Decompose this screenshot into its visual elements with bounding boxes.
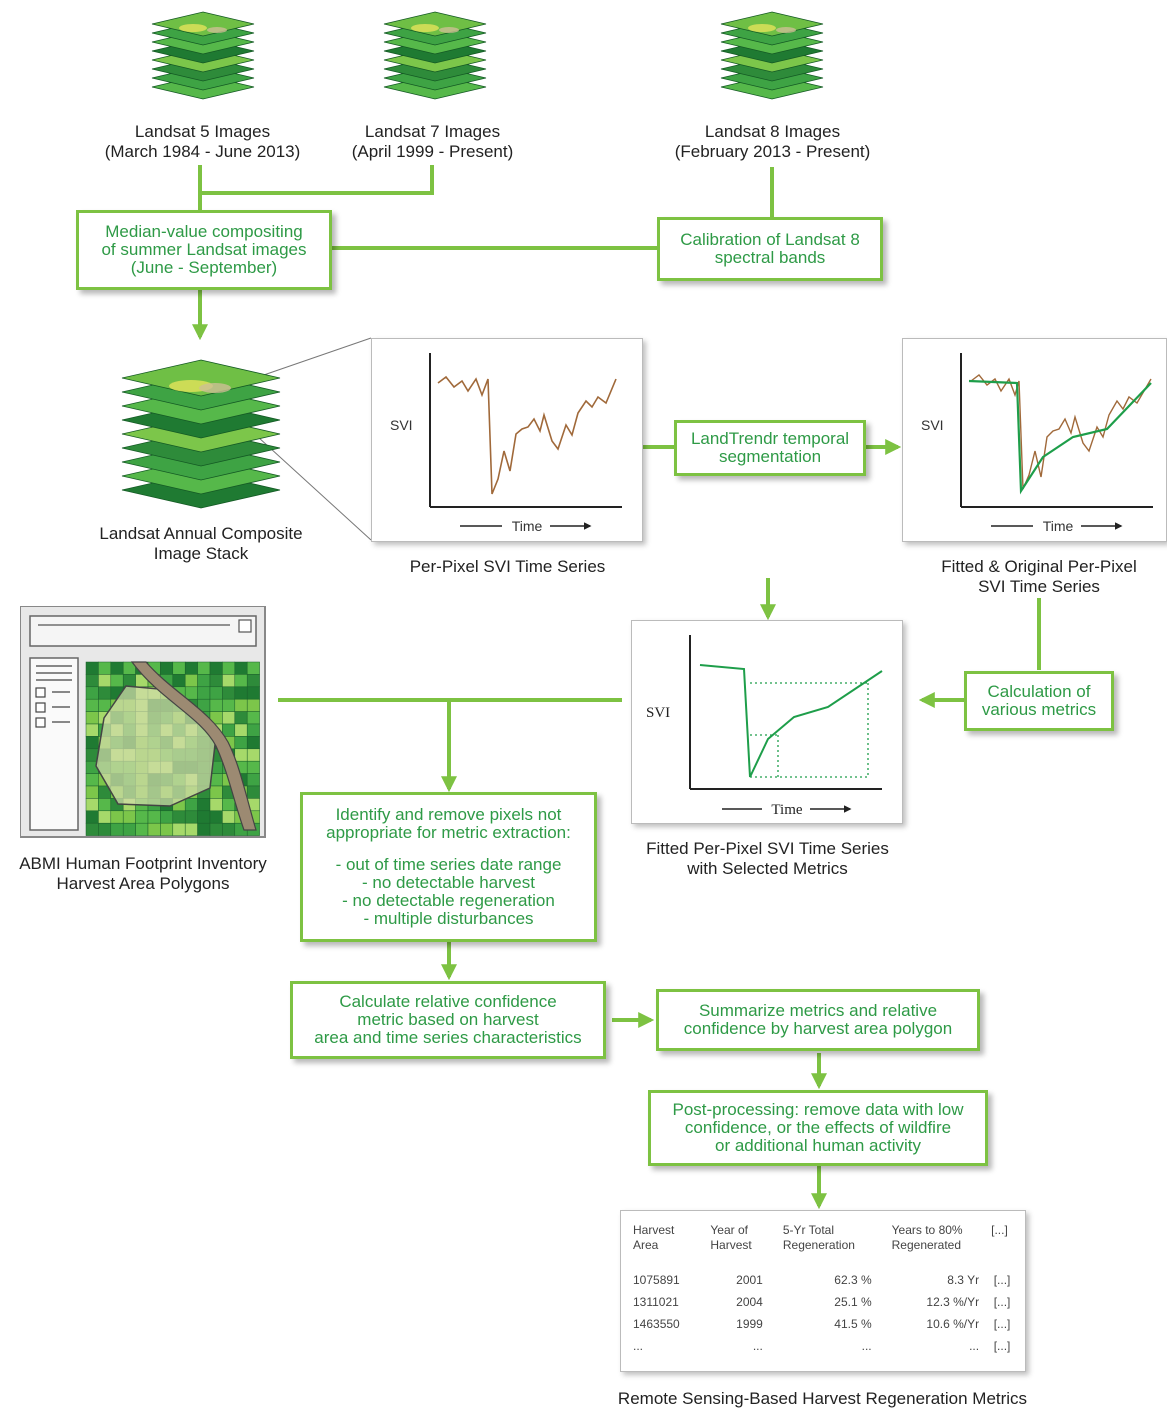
box-text-line: Identify and remove pixels not	[335, 805, 562, 824]
time-axis-label: Time	[771, 802, 802, 818]
svi-axis-label: SVI	[390, 417, 413, 433]
box-text-line: Calculate relative confidence	[339, 992, 557, 1011]
box-text-line: area and time series characteristics	[314, 1028, 582, 1047]
per-pixel-svi-plot: SVI Time	[371, 338, 643, 542]
svi-axis-label: SVI	[646, 705, 670, 721]
table-cell: [...]	[993, 1317, 1011, 1331]
box-text-line: or additional human activity	[714, 1136, 921, 1155]
table-cell: 1999	[736, 1317, 763, 1331]
wire-l7	[200, 165, 434, 195]
box-text-line: - no detectable harvest	[362, 873, 535, 892]
box-text-line: - no detectable regeneration	[342, 891, 555, 910]
table-cell: 2004	[736, 1295, 763, 1309]
box-text-line: Calibration of Landsat 8	[680, 230, 860, 249]
fitted-original-svi-plot: SVI Time	[902, 338, 1167, 542]
landsat-7-stack-icon	[383, 11, 487, 100]
zoom-line-top	[257, 337, 372, 378]
original-svi-line	[437, 375, 617, 495]
box-text-line: - multiple disturbances	[363, 909, 534, 928]
table-cell: ...	[969, 1339, 980, 1353]
zoom-line-bottom	[257, 436, 372, 541]
result-caption: Remote Sensing-Based Harvest Regeneratio…	[617, 1389, 1028, 1408]
box-text-line: LandTrendr temporal	[690, 429, 850, 448]
table-row: 1463550 1999 41.5 % 10.6 %/Yr [...]	[627, 1313, 1019, 1335]
table-cell: 2001	[736, 1273, 763, 1287]
box-text-line: appropriate for metric extraction:	[326, 823, 571, 842]
table-header-cell: Years to 80%Regenerated	[891, 1223, 963, 1252]
box-text-line: segmentation	[718, 447, 822, 466]
box-text-line: (June - September)	[130, 258, 278, 277]
box-text-line: confidence by harvest area polygon	[683, 1019, 953, 1038]
per-pixel-caption: Per-Pixel SVI Time Series	[409, 557, 606, 576]
landsat-8-caption: Landsat 8 Images(February 2013 - Present…	[674, 122, 871, 161]
landsat-7-caption: Landsat 7 Images(April 1999 - Present)	[351, 122, 514, 161]
box-text-line: metric based on harvest	[357, 1010, 539, 1029]
svi-axis-label: SVI	[921, 417, 944, 433]
table-cell: [...]	[993, 1273, 1011, 1287]
table-header-cell: [...]	[991, 1223, 1008, 1237]
table-cell: 25.1 %	[834, 1295, 872, 1309]
landsat-5-caption: Landsat 5 Images(March 1984 - June 2013)	[104, 122, 301, 161]
box-text-line: confidence, or the effects of wildfire	[684, 1118, 952, 1137]
box-text-line: spectral bands	[714, 248, 826, 267]
table-cell: [...]	[993, 1295, 1011, 1309]
box-text-line: of summer Landsat images	[101, 240, 307, 259]
time-axis-label: Time	[512, 518, 543, 534]
box-text-line: - out of time series date range	[335, 855, 562, 874]
table-cell: 1463550	[633, 1317, 680, 1331]
table-cell: ...	[633, 1339, 644, 1353]
fitted-svi-line	[968, 379, 1152, 495]
table-cell: [...]	[993, 1339, 1011, 1353]
annual-composite-stack-icon	[121, 359, 281, 509]
table-cell: 1311021	[633, 1295, 679, 1309]
table-row: 1311021 2004 25.1 % 12.3 %/Yr [...]	[627, 1291, 1019, 1313]
table-cell: ...	[861, 1339, 872, 1353]
table-cell: 8.3 Yr	[947, 1273, 980, 1287]
abmi-inventory-illustration	[20, 606, 266, 838]
table-cell: ...	[752, 1339, 763, 1353]
selected-metrics-svi-plot: SVI Time	[631, 620, 903, 824]
box-text-line: various metrics	[981, 700, 1097, 719]
table-cell: 12.3 %/Yr	[926, 1295, 980, 1309]
box-text-line: Calculation of	[987, 682, 1091, 701]
table-cell: 10.6 %/Yr	[926, 1317, 980, 1331]
time-axis-label: Time	[1043, 518, 1074, 534]
road-corridor	[130, 661, 257, 831]
table-cell: 62.3 %	[834, 1273, 872, 1287]
landsat-5-stack-icon	[151, 11, 255, 100]
table-cell: 1075891	[633, 1273, 680, 1287]
fitted-svi-line	[699, 664, 883, 778]
box-text-line: Post-processing: remove data with low	[672, 1100, 964, 1119]
landsat-8-stack-icon	[720, 11, 824, 100]
box-text-line: Summarize metrics and relative	[698, 1001, 938, 1020]
table-row: ............ [...]	[627, 1335, 1019, 1357]
original-svi-line	[970, 374, 1152, 490]
box-text-line: Median-value compositing	[105, 222, 303, 241]
table-cell: 41.5 %	[834, 1317, 872, 1331]
table-row: 1075891 2001 62.3 % 8.3 Yr [...]	[627, 1253, 1019, 1291]
